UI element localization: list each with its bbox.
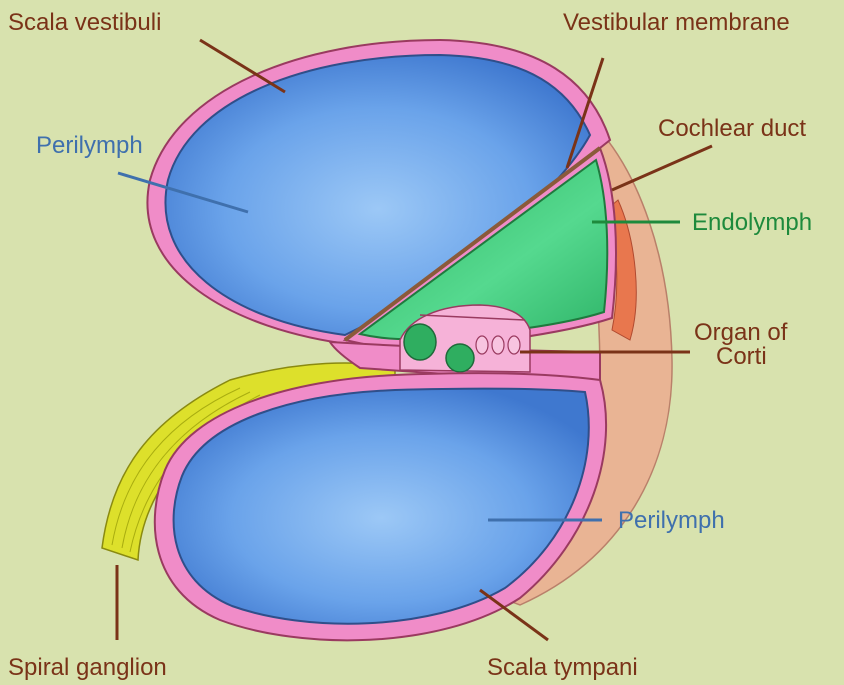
label-scala-vestibuli: Scala vestibuli <box>8 9 161 36</box>
label-organ-of-corti-1: Organ of <box>694 319 788 346</box>
label-perilymph-lower: Perilymph <box>618 507 725 534</box>
label-cochlear-duct: Cochlear duct <box>658 115 806 142</box>
label-organ-of-corti-2: Corti <box>716 343 767 370</box>
label-perilymph-upper: Perilymph <box>36 132 143 159</box>
label-scala-tympani: Scala tympani <box>487 654 638 681</box>
label-spiral-ganglion: Spiral ganglion <box>8 654 167 681</box>
label-endolymph: Endolymph <box>692 209 812 236</box>
label-vestibular-membrane: Vestibular membrane <box>563 9 790 36</box>
